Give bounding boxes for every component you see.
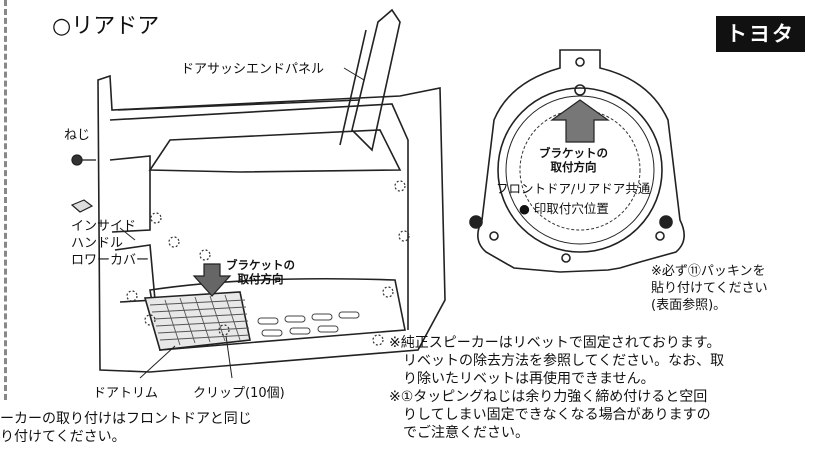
- bottom-left-note: ーカーの取り付けはフロントドアと同じ り付けてください。: [0, 411, 252, 445]
- bracket-mark-label: ● 印取付穴位置: [519, 201, 609, 216]
- caution-notes: ※純正スピーカーはリベットで固定されております。 リベットの除去方法を参照してく…: [389, 335, 725, 441]
- bracket-direction-label: ブラケットの 取付方向: [539, 146, 608, 174]
- screw-label: ねじ: [64, 128, 91, 143]
- brand-badge: トヨタ: [716, 16, 805, 52]
- bracket-common-label: フロントドア/リアドア共通: [496, 181, 651, 196]
- packing-note: ※必ず⑪パッキンを 貼り付けてください (表面参照)。: [651, 264, 768, 313]
- door-trim-label: ドアトリム: [93, 386, 159, 401]
- section-title: ○リアドア: [52, 14, 160, 39]
- sash-panel-label: ドアサッシエンドパネル: [181, 62, 325, 77]
- door-bracket-direction: ブラケットの 取付方向: [226, 258, 295, 286]
- cut-line: [4, 0, 7, 400]
- inside-handle-label: インサイド ハンドル ロワーカバー: [71, 219, 150, 268]
- clip-label: クリップ(10個): [193, 386, 285, 401]
